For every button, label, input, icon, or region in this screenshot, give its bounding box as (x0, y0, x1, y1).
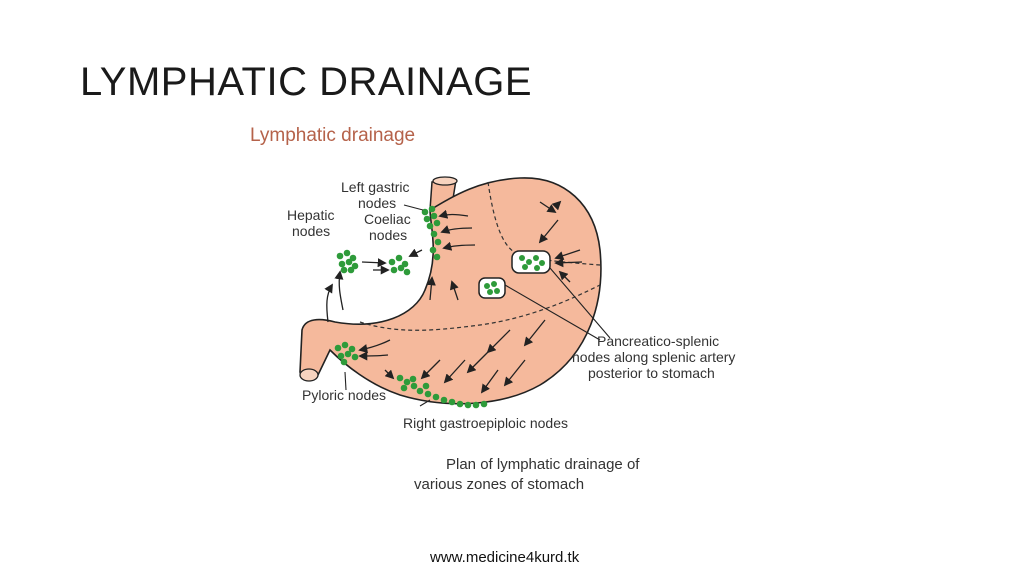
label-hepatic-line2: nodes (292, 223, 330, 239)
footer-url: www.medicine4kurd.tk (429, 549, 580, 566)
label-coeliac-line2: nodes (369, 227, 407, 243)
pancreatico-splenic-box-2 (478, 277, 506, 299)
label-right-gastroepiploic: Right gastroepiploic nodes (403, 415, 568, 431)
caption-line1: Plan of lymphatic drainage of (446, 456, 640, 473)
stomach-body (299, 177, 602, 405)
slide-title: LYMPHATIC DRAINAGE (80, 60, 533, 104)
drainage-arrows (324, 200, 583, 394)
label-pancreatico-line3: posterior to stomach (588, 365, 715, 381)
node-clusters (334, 205, 545, 409)
duodenum-end (299, 368, 319, 382)
label-pancreatico-line1: Pancreatico-splenic (597, 333, 719, 349)
label-pyloric: Pyloric nodes (302, 387, 386, 403)
label-hepatic-line1: Hepatic (287, 207, 334, 223)
caption-line2: various zones of stomach (414, 476, 584, 493)
label-pancreatico-line2: nodes along splenic artery (572, 349, 735, 365)
label-coeliac-line1: Coeliac (364, 211, 411, 227)
label-left-gastric-line2: nodes (358, 195, 396, 211)
figure-title: Lymphatic drainage (250, 125, 415, 146)
label-left-gastric-line1: Left gastric (341, 179, 409, 195)
leader-lines (344, 204, 611, 407)
